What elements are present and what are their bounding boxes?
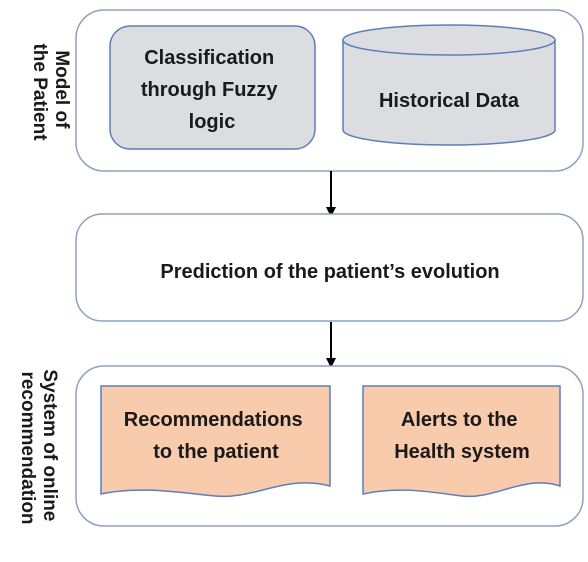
alerts-label: Alerts to the Health system bbox=[394, 409, 530, 463]
alerts-document bbox=[362, 385, 561, 498]
model-side-label: Model of the Patient bbox=[29, 43, 72, 141]
prediction-box bbox=[75, 213, 584, 322]
historical-data-cylinder bbox=[342, 24, 556, 146]
recommendations-document bbox=[100, 385, 331, 498]
prediction-label: Prediction of the patient’s evolution bbox=[160, 261, 499, 283]
historical-data-label: Historical Data bbox=[379, 90, 520, 112]
recommendation-side-label: System of online recommendation bbox=[17, 369, 60, 526]
classification-box bbox=[109, 25, 316, 150]
classification-label: Classification through Fuzzy logic bbox=[141, 47, 283, 133]
recommendations-label: Recommendations to the patient bbox=[124, 409, 309, 463]
